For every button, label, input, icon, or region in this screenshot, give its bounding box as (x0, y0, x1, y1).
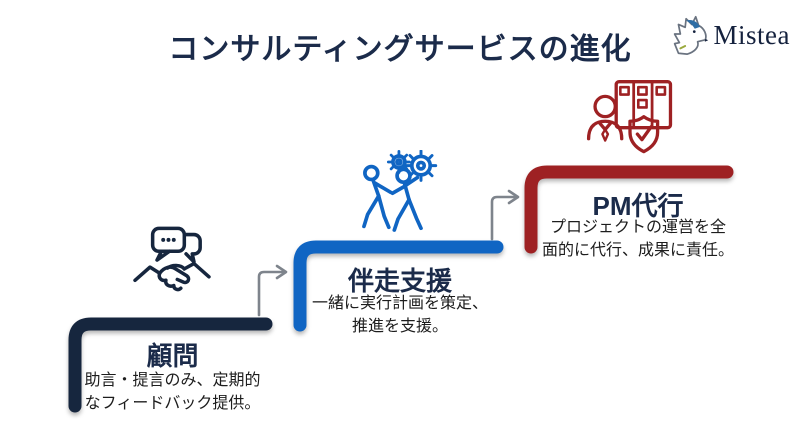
step-desc-advisor-line1: 助言・提言のみ、定期的 (84, 372, 261, 389)
page-title: コンサルティングサービスの進化 (168, 33, 632, 66)
step-desc-advisor: 助言・提言のみ、定期的 なフィードバック提供。 (65, 369, 280, 415)
step-desc-advisor-line2: なフィードバック提供。 (84, 395, 261, 412)
walking-partners-gears-icon (362, 150, 438, 232)
step-title-accompany: 伴走支援 (347, 266, 452, 296)
step-desc-pm-line1: プロジェクトの運営を全 (549, 219, 726, 236)
step-desc-accompany: 一緒に実行計画を策定、 推進を支援。 (295, 292, 505, 338)
arrow-step2-to-step3 (490, 189, 520, 241)
step-bar-advisor (68, 317, 273, 413)
arrow-step1-to-step2 (257, 264, 288, 317)
brand-name: Mistea (713, 19, 790, 50)
brand-logo: Mistea (666, 12, 791, 58)
handshake-chat-icon (133, 226, 211, 292)
step-desc-pm-line2: 面的に代行、成果に責任。 (541, 242, 734, 259)
step-title-pm: PM代行 (592, 191, 684, 221)
step-bar-pm (524, 165, 734, 254)
wolf-logo-icon (673, 15, 708, 56)
pm-board-shield-icon (586, 80, 673, 154)
step-title-advisor: 顧問 (146, 341, 199, 371)
step-desc-pm: プロジェクトの運営を全 面的に代行、成果に責任。 (528, 216, 748, 262)
step-desc-accompany-line1: 一緒に実行計画を策定、 (311, 295, 488, 312)
step-bar-accompany (293, 240, 504, 332)
step-desc-accompany-line2: 推進を支援。 (351, 318, 448, 335)
